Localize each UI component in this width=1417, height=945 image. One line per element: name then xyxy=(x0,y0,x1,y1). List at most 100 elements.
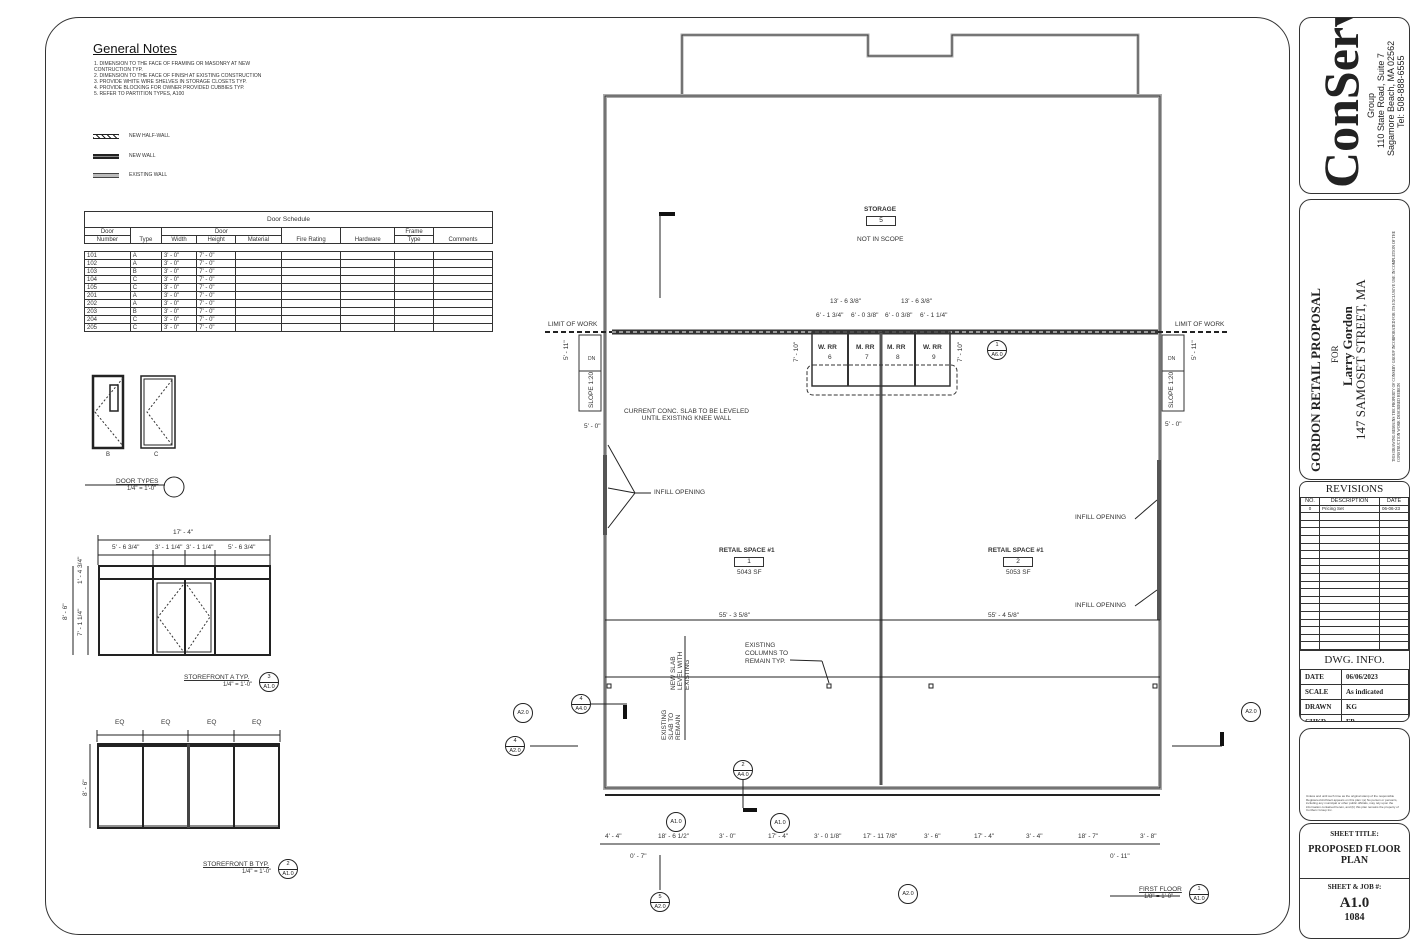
rev-cell xyxy=(1300,512,1320,521)
dwg-value: 06/06/2023 xyxy=(1341,668,1409,685)
revision-row-empty xyxy=(1300,534,1409,544)
dim-rr: 6' - 1 1/4" xyxy=(920,312,948,319)
company-address-2: Sagamore Beach, MA 02562 xyxy=(1386,40,1396,156)
door-schedule-cell xyxy=(432,323,494,332)
rev-cell xyxy=(1319,550,1380,559)
rev-cell xyxy=(1300,550,1320,559)
ref-num: 1 xyxy=(988,341,1006,351)
col-header: Number xyxy=(84,235,131,244)
ramp-slope-left: SLOPE 1:20 xyxy=(588,371,595,408)
dim-rr-depth-right: 7' - 10" xyxy=(957,341,964,362)
sheet-border xyxy=(45,17,1290,935)
dim-offset-right: 0' - 11" xyxy=(1110,853,1130,860)
rev-cell xyxy=(1300,610,1320,620)
rev-cell xyxy=(1379,603,1409,612)
dim-bottom: 3' - 0 1/8" xyxy=(814,833,842,840)
col-header: Hardware xyxy=(340,227,396,244)
revision-row-empty xyxy=(1300,565,1409,574)
project-for: FOR xyxy=(1330,345,1340,363)
col-header: Comments xyxy=(432,227,494,244)
dim-bottom: 18' - 6 1/2" xyxy=(658,833,690,840)
dim-retail-1-depth: 55' - 3 5/8" xyxy=(719,612,751,619)
company-logo: ConServ xyxy=(1313,17,1369,188)
dwg-value: KG xyxy=(1341,698,1409,715)
revisions-table: NO. DESCRIPTION DATE 0 Pricing Set 06-06… xyxy=(1300,497,1409,650)
revision-row-empty xyxy=(1300,633,1409,643)
legend-new-half-wall: NEW HALF-WALL xyxy=(93,133,170,139)
rev-cell xyxy=(1300,580,1320,590)
dim-rr-depth-left: 7' - 10" xyxy=(793,341,800,362)
dim-retail-2-depth: 55' - 4 5/8" xyxy=(988,612,1020,619)
dim-bottom: 3' - 4" xyxy=(1026,833,1043,840)
callout-bubble[interactable]: A2.0 xyxy=(898,884,918,904)
rev-cell xyxy=(1300,527,1320,536)
general-notes-title: General Notes xyxy=(93,41,177,56)
ref-sheet: A1.0 xyxy=(282,871,294,877)
dim-ramp-width-left: 5' - 0" xyxy=(584,423,601,430)
legend-new-wall: NEW WALL xyxy=(93,153,155,159)
sheet-title: PROPOSED FLOOR PLAN xyxy=(1308,844,1401,866)
floor-plan-drawing xyxy=(530,33,1228,897)
rev-no: 0 xyxy=(1300,504,1320,514)
infill-opening-left: INFILL OPENING xyxy=(654,489,706,496)
storage-room-tag: 5 xyxy=(866,216,896,226)
revision-row-empty xyxy=(1300,588,1409,597)
ref-sheet: A2.0 xyxy=(902,891,914,897)
storefront-b-scale: 1/4" = 1'-0" xyxy=(242,869,272,875)
retail-space-2-name: RETAIL SPACE #1 xyxy=(988,547,1044,554)
dim-rr: 6' - 0 3/8" xyxy=(851,312,879,319)
job-number: 1084 xyxy=(1344,912,1365,923)
slab-level-note: CURRENT CONC. SLAB TO BE LEVELED UNTIL E… xyxy=(624,408,749,422)
revision-row-empty xyxy=(1300,595,1409,605)
project-info-box: GORDON RETAIL PROPOSAL FOR Larry Gordon … xyxy=(1299,199,1410,480)
revision-row-empty xyxy=(1300,519,1409,529)
rev-cell xyxy=(1319,519,1380,529)
rev-cell xyxy=(1319,603,1380,612)
revisions-title: REVISIONS xyxy=(1325,483,1384,495)
dim-bottom: 17' - 4" xyxy=(768,833,789,840)
storefront-b-ref-bubble[interactable]: 2 A1.0 xyxy=(278,859,298,879)
rev-date: 06-06-23 xyxy=(1379,504,1409,514)
sf-a-dim: 3' - 1 1/4" xyxy=(155,544,183,551)
rev-cell xyxy=(1379,618,1409,628)
door-schedule-table: Door Schedule Door Type Door Fire Rating… xyxy=(84,211,494,332)
rev-cell xyxy=(1319,633,1380,643)
rev-cell xyxy=(1300,534,1320,544)
rev-cell xyxy=(1300,626,1320,635)
callout-bubble[interactable]: A2.0 xyxy=(513,703,533,723)
rev-cell xyxy=(1379,610,1409,620)
existing-wall-swatch xyxy=(93,172,119,178)
retail-space-2-tag: 2 xyxy=(1003,557,1033,567)
rev-cell xyxy=(1300,633,1320,643)
callout-bubble[interactable]: A1.0 xyxy=(770,813,790,833)
dwg-label: SCALE xyxy=(1300,683,1342,700)
dim-bottom: 3' - 8" xyxy=(1140,833,1157,840)
callout-bubble[interactable]: A1.0 xyxy=(666,812,686,832)
dim-rr-left: 13' - 6 3/8" xyxy=(830,298,862,305)
dim-bottom: 3' - 6" xyxy=(924,833,941,840)
first-floor-title: FIRST FLOOR xyxy=(1139,886,1182,893)
rev-cell xyxy=(1319,527,1380,536)
first-floor-ref-bubble[interactable]: 1 A1.0 xyxy=(1189,884,1209,904)
storefront-a-ref-bubble[interactable]: 3 A1.0 xyxy=(259,672,279,692)
rev-cell xyxy=(1319,557,1380,567)
ramp-dn-right: DN xyxy=(1168,356,1176,362)
rev-cell xyxy=(1319,565,1380,574)
rev-cell xyxy=(1379,542,1409,552)
sf-a-dim: 5' - 6 3/4" xyxy=(228,544,256,551)
first-floor-scale: 1/8" = 1'-0" xyxy=(1144,894,1174,900)
rev-cell xyxy=(1379,595,1409,605)
ref-sheet: A2.0 xyxy=(517,710,529,716)
callout-bubble[interactable]: A2.0 xyxy=(1241,702,1261,722)
sheet-number: A1.0 xyxy=(1339,895,1370,911)
ref-num: 2 xyxy=(279,860,297,870)
dim-bottom: 3' - 0" xyxy=(719,833,736,840)
